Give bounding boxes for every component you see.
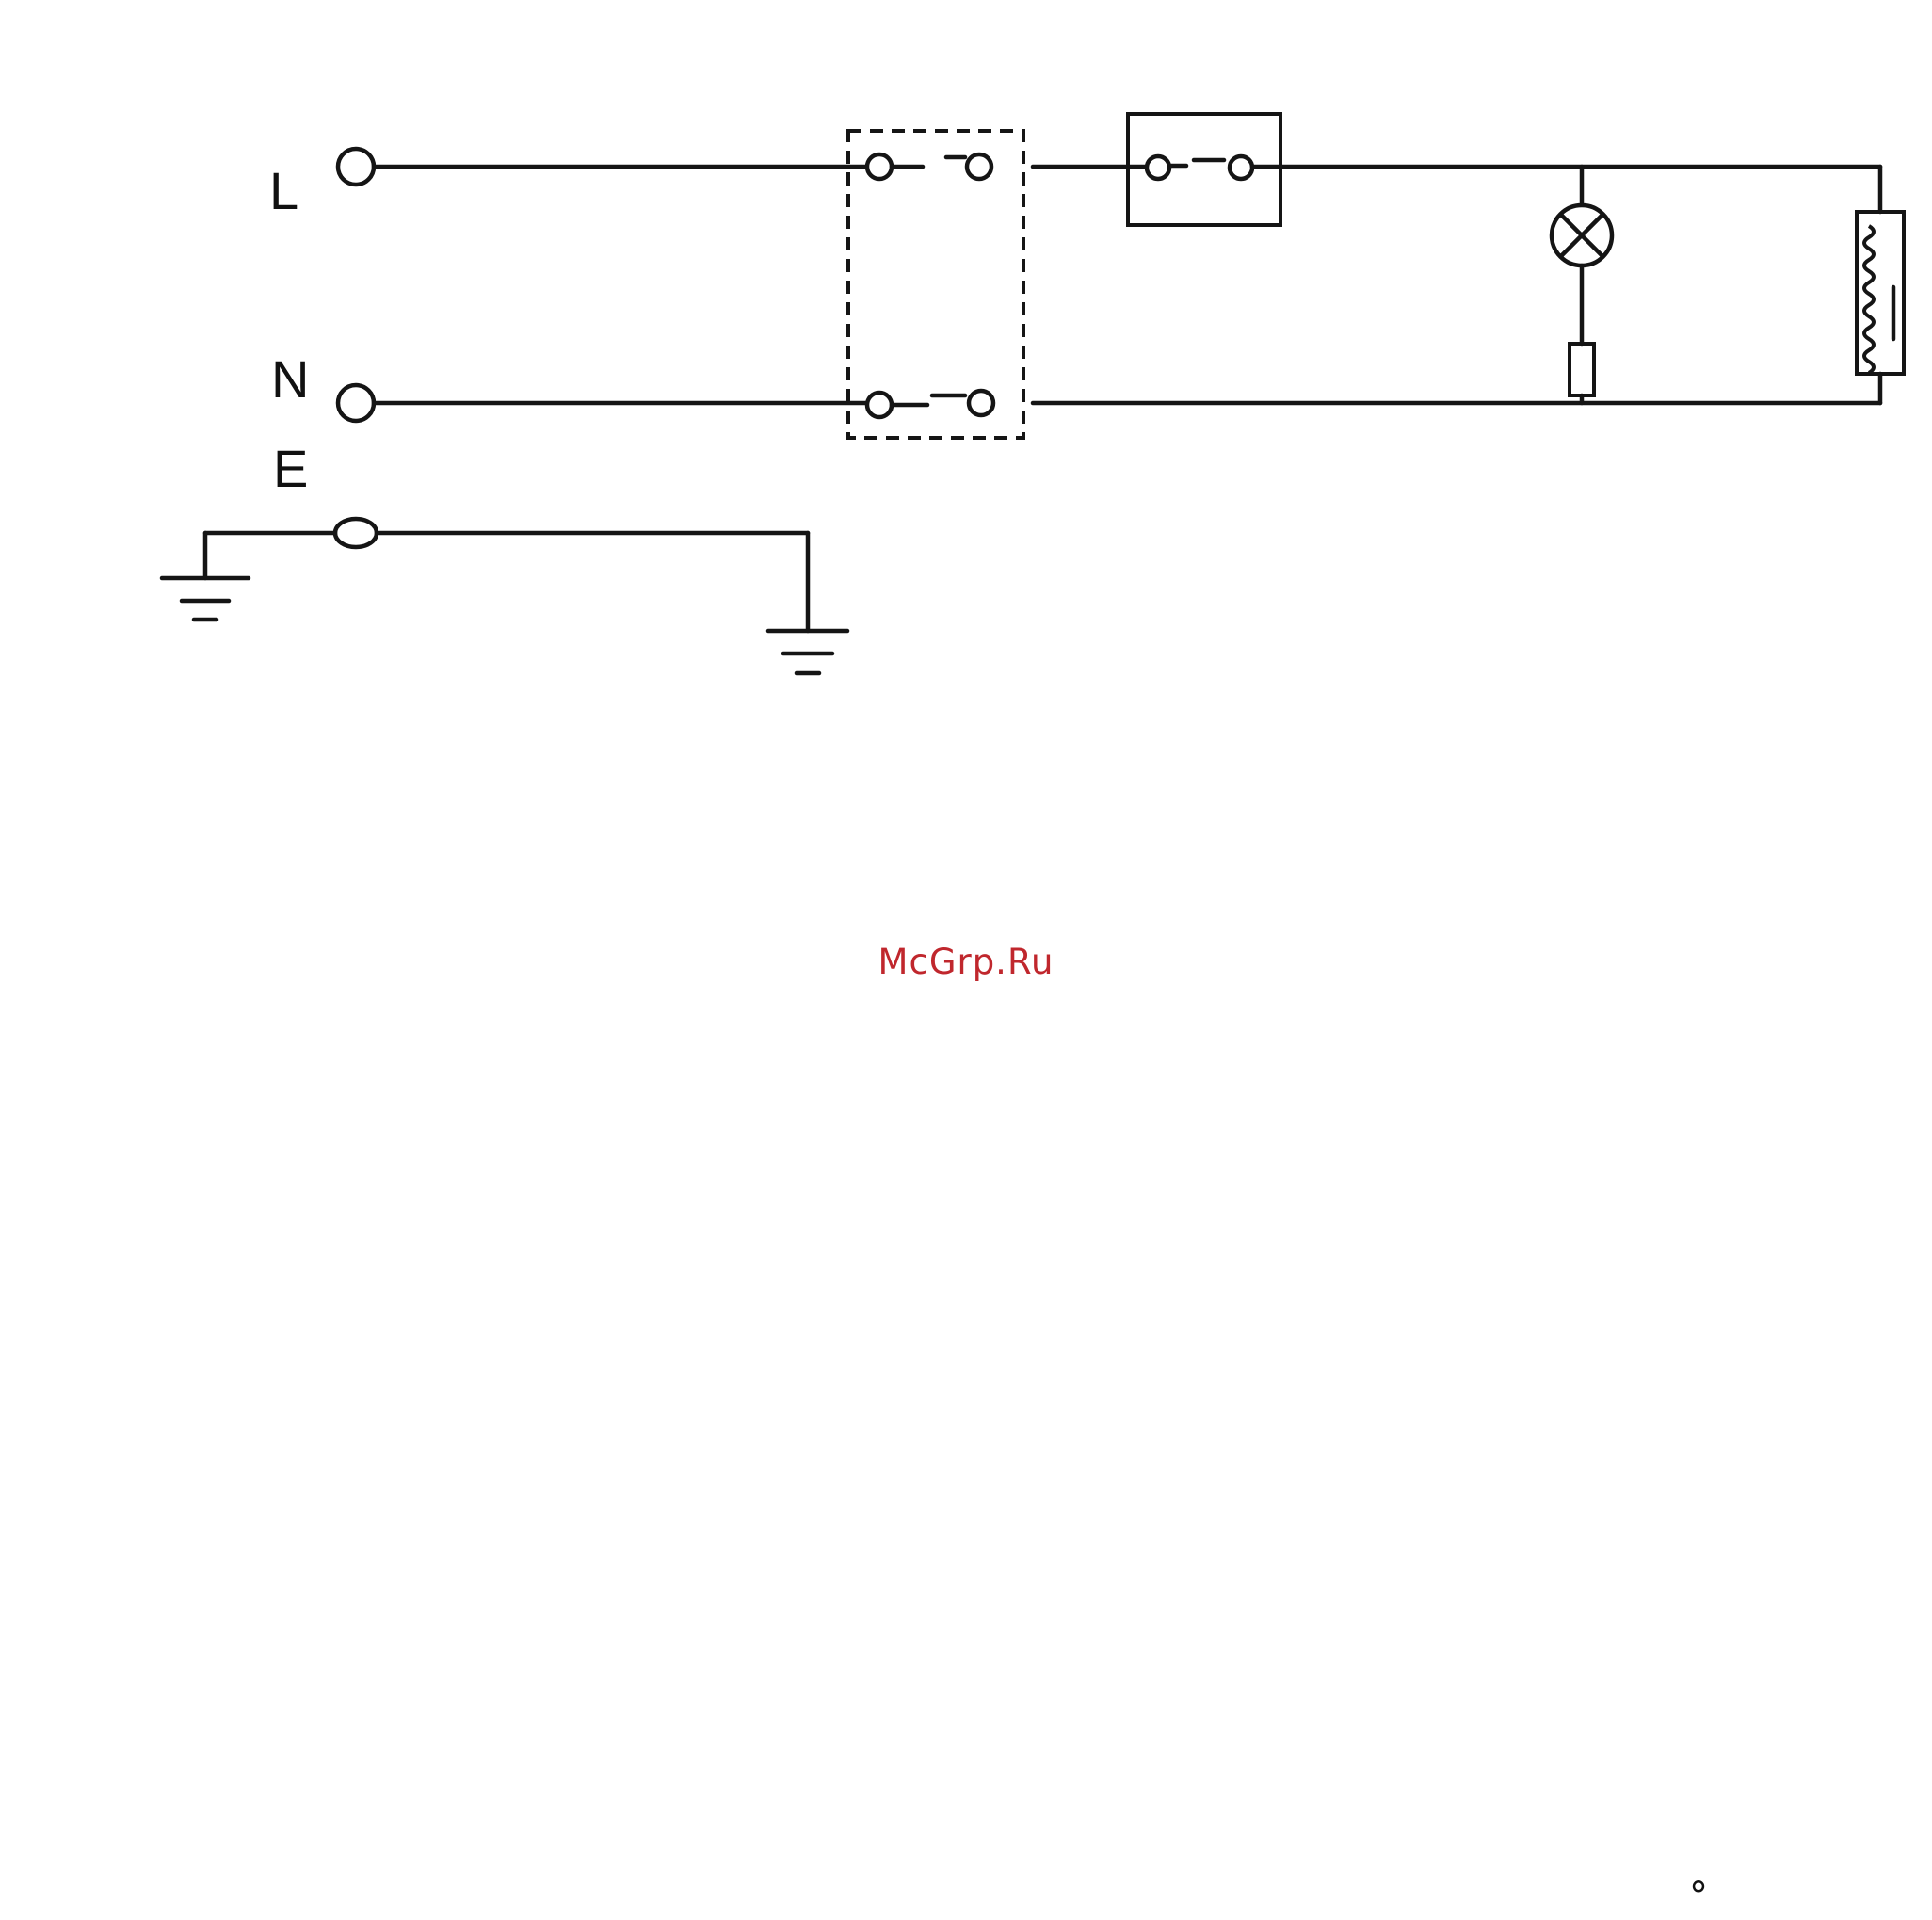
terminal-label-e: E [273,439,308,498]
heating-element [1857,167,1904,403]
lamp-resistor [1570,344,1594,395]
switch-contact [969,391,993,415]
heater-coil [1864,226,1874,373]
thermostat-contact [1147,156,1169,179]
earth-connection [205,533,808,631]
thermostat-contact [1230,156,1252,179]
wiring-diagram: L N E [0,0,1932,753]
watermark: McGrp.Ru [0,942,1932,982]
heater-body [1857,212,1904,374]
terminal-l [338,149,374,185]
double-pole-switch [848,131,1023,438]
indicator-lamp [1552,167,1612,403]
terminal-label-n: N [271,349,309,409]
terminal-e [335,519,377,547]
terminal-label-l: L [269,161,298,220]
ground-symbol-icon [768,631,847,673]
ground-symbol-icon [162,578,249,620]
terminal-n [338,385,374,421]
switch-contact [867,154,892,179]
page-mark: ° [1689,1878,1708,1915]
switch-contact [867,393,892,417]
switch-contact [967,154,991,179]
thermostat [1128,114,1280,225]
